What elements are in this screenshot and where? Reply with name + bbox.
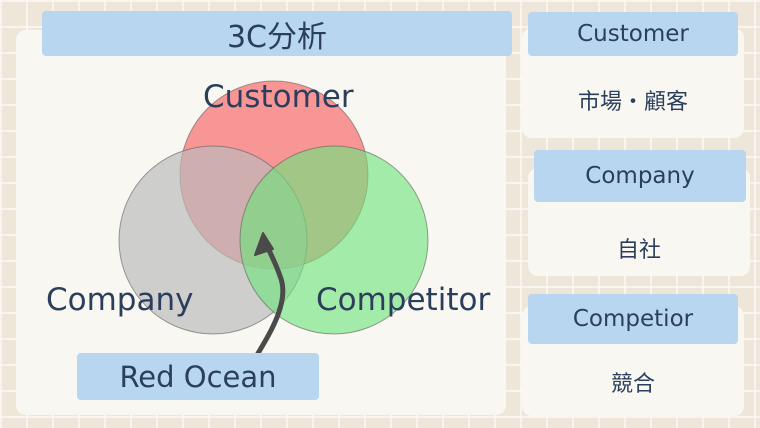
competitor-card-heading-text: Competior bbox=[572, 306, 694, 332]
arrow-head-icon bbox=[254, 232, 274, 256]
competitor-card-heading: Competior bbox=[528, 294, 738, 344]
page-title-text: 3C分析 bbox=[226, 19, 328, 55]
red-ocean-label: Red Ocean bbox=[77, 353, 319, 400]
competitor-label: Competitor bbox=[316, 282, 491, 318]
red-ocean-text: Red Ocean bbox=[119, 359, 277, 394]
company-card-heading: Company bbox=[534, 150, 746, 202]
competitor-circle bbox=[239, 145, 429, 335]
company-label: Company bbox=[46, 282, 194, 318]
customer-card-heading-text: Customer bbox=[577, 21, 689, 47]
page-title: 3C分析 bbox=[42, 11, 512, 56]
company-card-value: 自社 bbox=[616, 238, 661, 263]
competitor-card-value: 競合 bbox=[610, 372, 655, 397]
customer-label: Customer bbox=[203, 79, 354, 115]
customer-card-value: 市場・顧客 bbox=[577, 90, 688, 115]
red-ocean-arrow bbox=[254, 237, 286, 358]
customer-card-heading: Customer bbox=[528, 12, 738, 56]
company-card-heading-text: Company bbox=[585, 163, 695, 189]
